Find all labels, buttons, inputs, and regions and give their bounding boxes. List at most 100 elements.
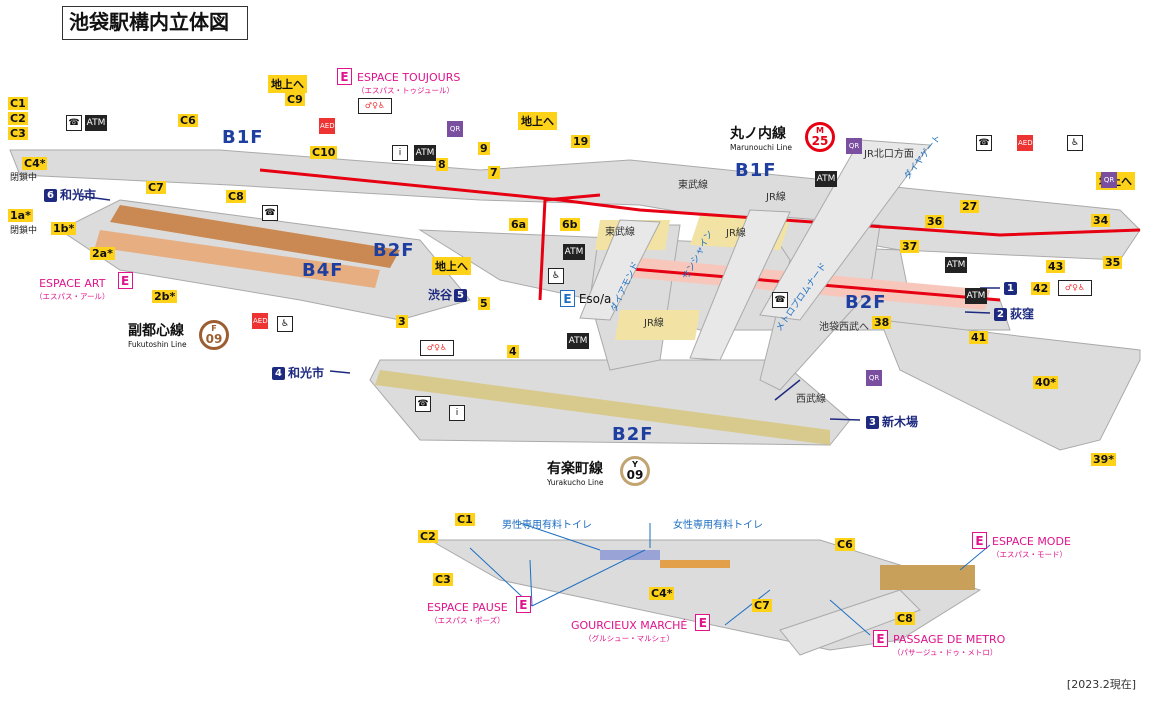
exit-c7: C7	[146, 181, 166, 194]
phone-icon: ☎	[976, 135, 992, 151]
exit-43: 43	[1046, 260, 1066, 273]
yurakucho-line-label: 有楽町線 Yurakucho Line	[547, 458, 604, 487]
label-seibu: 西武線	[796, 394, 826, 405]
dest-number-1-marker: 1	[1004, 281, 1020, 295]
espace-metro-label: E PASSAGE DE METRO （パサージュ・ドゥ・メトロ）	[873, 628, 1005, 657]
inset-map	[428, 539, 982, 656]
inset-exit-c3: C3	[433, 573, 453, 586]
fukutoshin-line-label: 副都心線 Fukutoshin Line	[128, 320, 187, 349]
exit-5: 5	[478, 297, 490, 310]
exit-27: 27	[960, 200, 980, 213]
exit-34: 34	[1091, 214, 1111, 227]
fukutoshin-platform-b4f	[110, 205, 400, 268]
exit-1a: 1a*	[8, 209, 33, 222]
marunouchi-line-badge: M 25	[805, 122, 835, 152]
espace-art-kana: （エスパス・アール）	[35, 292, 110, 301]
exit-36: 36	[925, 215, 945, 228]
espace-art-label: ESPACE ART （エスパス・アール） E	[35, 272, 133, 303]
aed-icon: AED	[1017, 135, 1033, 151]
exit-c3: C3	[8, 127, 28, 140]
yurakucho-line-badge: Y 09	[620, 456, 650, 486]
label-female-toilet: 女性専用有料トイレ	[673, 520, 763, 531]
yurakucho-num: 09	[626, 468, 644, 482]
qr-icon: QR	[846, 138, 862, 154]
date-note: [2023.2現在]	[1066, 678, 1136, 691]
exit-7: 7	[488, 166, 500, 179]
phone-icon: ☎	[66, 115, 82, 131]
wheelchair-icon: ♿	[277, 316, 293, 332]
diamond-passage	[689, 209, 791, 361]
espace-pause-name: ESPACE PAUSE	[427, 601, 508, 614]
wheelchair-icon: ♿	[548, 268, 564, 284]
espace-gourcieux-e-icon: E	[695, 614, 711, 631]
fukutoshin-letter: F	[211, 324, 217, 333]
floor-label-b1f-right: B1F	[735, 160, 777, 181]
espace-metro-e-icon: E	[873, 630, 888, 647]
closed-label-1: 閉鎖中	[10, 173, 38, 183]
espace-metro-name: PASSAGE DE METRO	[893, 633, 1006, 646]
phone-icon: ☎	[262, 205, 278, 221]
atm-icon: ATM	[965, 288, 987, 304]
label-jr-middle: JR線	[726, 228, 746, 239]
inset-exit-c2: C2	[418, 530, 438, 543]
label-tobu-lower: 東武線	[605, 227, 635, 238]
aed-icon: AED	[252, 313, 268, 329]
info-icon: i	[392, 145, 408, 161]
inset-exit-c8: C8	[895, 612, 915, 625]
floor-label-b4f: B4F	[302, 260, 344, 281]
aed-icon: AED	[319, 118, 335, 134]
espace-art-name: ESPACE ART	[39, 277, 106, 290]
exit-38: 38	[872, 316, 892, 329]
qr-icon: QR	[447, 121, 463, 137]
exit-42: 42	[1031, 282, 1051, 295]
exit-9: 9	[478, 142, 490, 155]
label-to-seibu: 池袋西武へ	[819, 322, 869, 333]
to-ground-marker-2: 地上へ	[518, 112, 557, 130]
dest-wakoshi-top-text: 和光市	[60, 188, 97, 202]
espace-metro-kana: （パサージュ・ドゥ・メトロ）	[893, 648, 998, 657]
marunouchi-line-label: 丸ノ内線 Marunouchi Line	[730, 123, 792, 152]
fukutoshin-num: 09	[205, 332, 223, 346]
toilet-icon: ♂♀♿	[358, 98, 392, 114]
espace-mode-kana: （エスパス・モード）	[992, 550, 1067, 559]
to-ground-marker-1: 地上へ	[268, 75, 307, 93]
exit-c4: C4*	[22, 157, 48, 170]
marunouchi-line-track-3	[538, 193, 601, 301]
phone-icon: ☎	[415, 396, 431, 412]
exit-37: 37	[900, 240, 920, 253]
label-tobu-upper: 東武線	[678, 180, 708, 191]
yurakucho-letter: Y	[632, 460, 638, 469]
exit-6b: 6b	[560, 218, 580, 231]
marunouchi-line-track	[259, 168, 1141, 237]
label-jr-upper: JR線	[766, 192, 786, 203]
floor-label-b2f-right: B2F	[845, 292, 887, 313]
inset-exit-c6: C6	[835, 538, 855, 551]
dest-number-1: 1	[1004, 282, 1017, 295]
floor-label-b1f-left: B1F	[222, 127, 264, 148]
marunouchi-letter: M	[816, 126, 824, 135]
floor-label-b2f-mid: B2F	[373, 240, 415, 261]
dest-number-4: 4	[272, 367, 285, 380]
exit-c8: C8	[226, 190, 246, 203]
exit-6a: 6a	[509, 218, 529, 231]
exit-1b: 1b*	[51, 222, 77, 235]
espace-gourcieux-label: GOURCIEUX MARCHÉ （グルシュー・マルシェ） E	[571, 614, 711, 645]
exit-c9: C9	[285, 93, 305, 106]
inset-exit-c1: C1	[455, 513, 475, 526]
espace-art-e-icon: E	[117, 272, 133, 289]
metro-promenade	[759, 139, 931, 321]
qr-icon: QR	[866, 370, 882, 386]
exit-19: 19	[571, 135, 591, 148]
floor-label-b2f-bottom: B2F	[612, 424, 654, 445]
espace-mode-name: ESPACE MODE	[992, 535, 1071, 548]
dest-number-5: 5	[454, 289, 468, 302]
espace-toujours-e-icon: E	[337, 68, 352, 85]
espace-mode-label: E ESPACE MODE （エスパス・モード）	[972, 530, 1071, 559]
yurakucho-line-name: 有楽町線	[547, 461, 603, 477]
exit-c2: C2	[8, 112, 28, 125]
exit-35: 35	[1103, 256, 1123, 269]
